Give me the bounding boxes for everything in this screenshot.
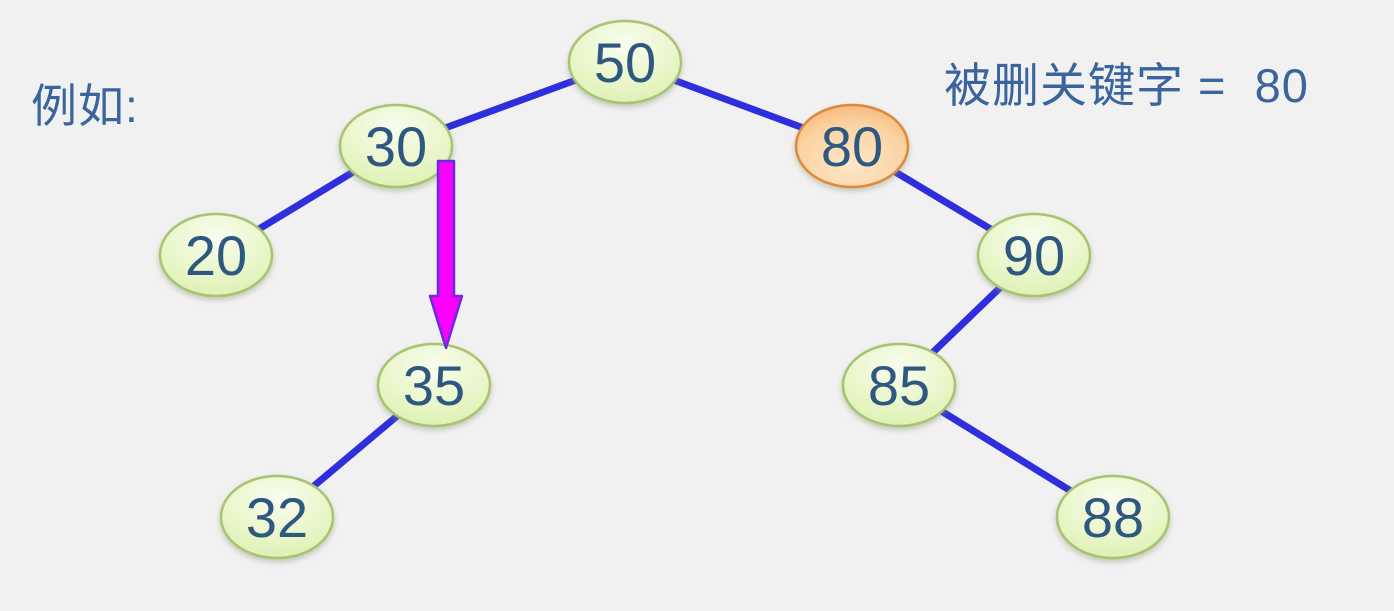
magenta-down-arrow	[428, 159, 464, 350]
tree-nodes: 50 30 80 20 90 35	[158, 19, 1171, 560]
tree-node-35: 35	[376, 342, 492, 428]
node-30-ellipse	[338, 103, 454, 189]
deleted-key-label: 被删关键字 = 80	[944, 59, 1309, 112]
node-85-ellipse	[841, 342, 957, 428]
node-90-ellipse	[976, 212, 1092, 298]
node-90-value: 90	[1003, 224, 1065, 287]
tree-node-30: 30	[338, 103, 454, 189]
tree-node-85: 85	[841, 342, 957, 428]
node-88-value: 88	[1082, 486, 1144, 549]
node-32-value: 32	[246, 486, 308, 549]
tree-node-80-highlighted: 80	[794, 103, 910, 189]
tree-node-88: 88	[1055, 474, 1171, 560]
node-35-value: 35	[403, 354, 465, 417]
node-50-ellipse	[567, 19, 683, 105]
tree-node-90: 90	[976, 212, 1092, 298]
node-30-value: 30	[365, 115, 427, 178]
node-85-value: 85	[868, 354, 930, 417]
tree-node-32: 32	[219, 474, 335, 560]
node-32-ellipse	[219, 474, 335, 560]
node-50-value: 50	[594, 31, 656, 94]
node-88-ellipse	[1055, 474, 1171, 560]
node-80-value: 80	[821, 115, 883, 178]
node-20-value: 20	[185, 224, 247, 287]
node-20-ellipse	[158, 212, 274, 298]
tree-node-50: 50	[567, 19, 683, 105]
tree-node-20: 20	[158, 212, 274, 298]
node-80-ellipse	[794, 103, 910, 189]
node-35-ellipse	[376, 342, 492, 428]
example-label: 例如:	[31, 80, 139, 132]
